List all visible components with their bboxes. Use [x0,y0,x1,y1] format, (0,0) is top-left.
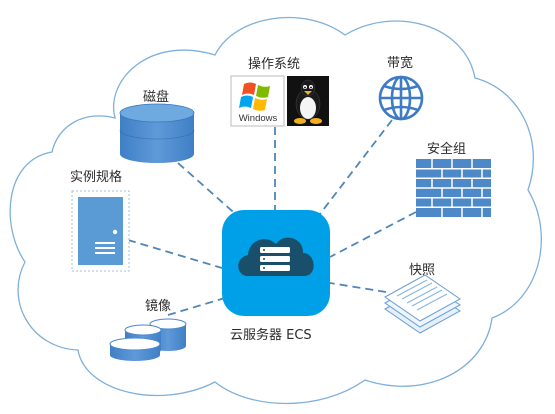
connector-snapshot [329,282,387,293]
connector-instance [127,239,223,269]
ecs-label: 云服务器 ECS [230,328,312,343]
windows-text: Windows [239,113,278,124]
cloud-server-icon [222,210,330,316]
image-label: 镜像 [145,299,172,314]
windows-logo-icon: Windows [230,75,285,127]
document-stack-icon [384,274,461,334]
os-label: 操作系统 [248,57,301,72]
disk-icon [119,103,195,163]
connector-disk [177,162,241,219]
connector-bandwidth [319,119,393,215]
connector-lines [127,119,417,316]
linux-tux-icon [287,76,329,126]
connector-image [167,297,226,316]
bandwidth-label: 带宽 [387,56,414,71]
snapshot-label: 快照 [409,263,436,278]
instance-type-label: 实例规格 [70,170,123,185]
server-tower-icon [71,190,130,272]
security-group-label: 安全组 [427,142,467,157]
globe-icon [378,75,424,121]
disk-stack-icon [109,318,187,361]
disk-label: 磁盘 [143,90,170,105]
connector-security [329,211,417,258]
firewall-icon [416,159,491,217]
